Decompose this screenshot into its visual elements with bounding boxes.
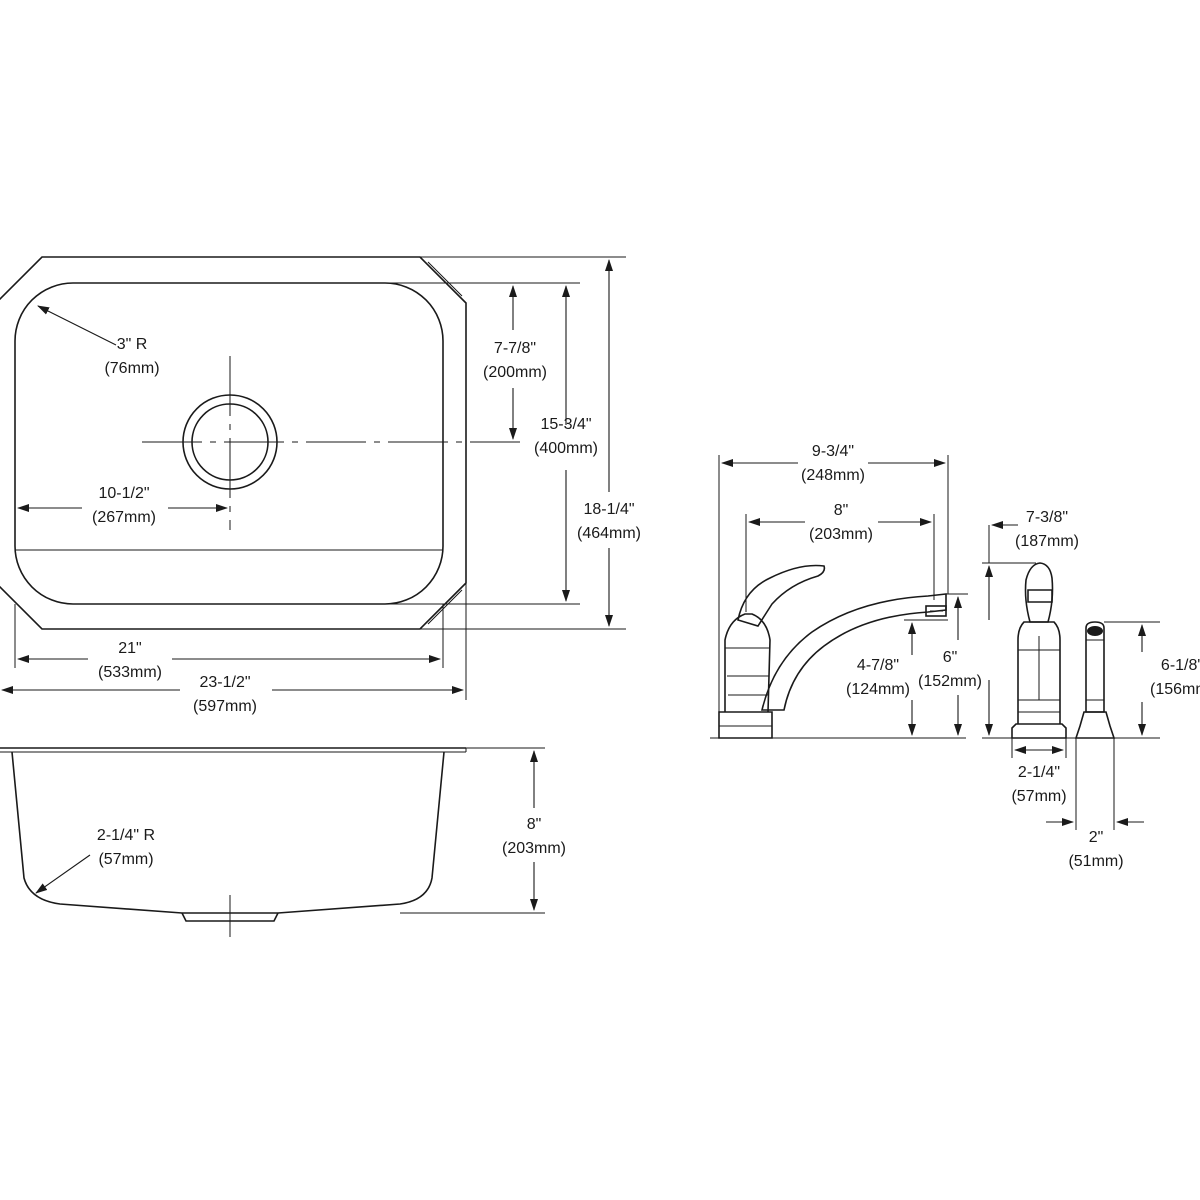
bowl-length-dimension: 15-3/4" (400mm) [388,285,598,605]
overall-length-mm: (464mm) [577,525,641,542]
faucet-overall-reach-dimension: 9-3/4" (248mm) [718,443,949,712]
sink-top-view [0,256,520,630]
bowl-width-mm: (533mm) [98,664,162,681]
bowl-width-dimension: 21" (533mm) [14,604,444,681]
faucet-spout-clearance-in: 4-7/8" [857,657,899,674]
drain-offset-dimension: 10-1/2" (267mm) [17,485,228,526]
overall-width-dimension: 23-1/2" (597mm) [1,583,467,715]
sprayer-height-dimension: 6-1/8" (156mm) [1104,621,1200,739]
faucet-lever-handle [737,564,826,627]
faucet-spout-height-mm: (152mm) [918,673,982,690]
drain-depth-mm: (200mm) [483,364,547,381]
sprayer-base [1074,711,1116,739]
sprayer-height-in: 6-1/8" [1161,657,1200,674]
faucet-spout-clearance-mm: (124mm) [846,681,910,698]
overall-length-dimension: 18-1/4" (464mm) [420,256,641,630]
bowl-length-mm: (400mm) [534,440,598,457]
sprayer-nozzle [1087,626,1103,636]
overall-width-in: 23-1/2" [199,674,250,691]
faucet-base-width-in: 2-1/4" [1018,764,1060,781]
faucet-overall-reach-mm: (248mm) [801,467,865,484]
sink-rim-outline [0,256,467,630]
sink-side-profile [11,751,445,914]
sprayer-view [1074,621,1116,739]
drain-depth-in: 7-7/8" [494,340,536,357]
faucet-overall-height-dimension: 7-3/8" (187mm) [982,509,1079,739]
faucet-base [718,711,773,739]
faucet-front-view [1011,562,1067,739]
overall-width-mm: (597mm) [193,698,257,715]
faucet-base-width-mm: (57mm) [1011,788,1066,805]
faucet-front-base [1011,723,1067,739]
sprayer-height-mm: (156mm) [1150,681,1200,698]
faucet-overall-height-mm: (187mm) [1015,533,1079,550]
drain-offset-in: 10-1/2" [98,485,149,502]
bowl-depth-in: 8" [527,816,542,833]
corner-radius-dimension: 3" R (76mm) [37,305,160,377]
sprayer-head [1085,621,1105,713]
faucet-spout-height-dimension: 6" (152mm) [918,593,982,736]
sprayer-width-mm: (51mm) [1068,853,1123,870]
bowl-depth-mm: (203mm) [502,840,566,857]
faucet-overall-height-in: 7-3/8" [1026,509,1068,526]
bottom-radius-mm: (57mm) [98,851,153,868]
faucet-overall-reach-in: 9-3/4" [812,443,854,460]
bowl-length-in: 15-3/4" [540,416,591,433]
faucet-spout-height-in: 6" [943,649,958,666]
faucet-front-handle [1024,562,1054,623]
sprayer-width-dimension: 2" (51mm) [1046,738,1144,870]
faucet-base-width-dimension: 2-1/4" (57mm) [1011,738,1067,805]
sink-rim-inner-edge [427,261,463,625]
faucet-spout-reach-in: 8" [834,502,849,519]
corner-radius-in: 3" R [117,336,148,353]
faucet-front-handle-cap [1027,589,1053,603]
faucet-body [724,613,771,713]
sink-flange-lip [0,748,467,753]
overall-length-in: 18-1/4" [583,501,634,518]
faucet-side-view [710,564,966,739]
bowl-depth-dimension: 8" (203mm) [400,747,566,914]
drain-depth-dimension: 7-7/8" (200mm) [388,282,580,440]
sink-side-view [0,747,467,937]
sprayer-width-in: 2" [1089,829,1104,846]
faucet-aerator [925,605,947,617]
faucet-spout-reach-dimension: 8" (203mm) [745,502,935,612]
corner-radius-mm: (76mm) [104,360,159,377]
bowl-width-in: 21" [118,640,141,657]
faucet-spout-reach-mm: (203mm) [809,526,873,543]
faucet-spout-clearance-dimension: 4-7/8" (124mm) [846,619,948,736]
sink-bowl-outline [14,282,444,605]
bottom-radius-in: 2-1/4" R [97,827,155,844]
drain-offset-mm: (267mm) [92,509,156,526]
bottom-radius-dimension: 2-1/4" R (57mm) [35,827,155,894]
